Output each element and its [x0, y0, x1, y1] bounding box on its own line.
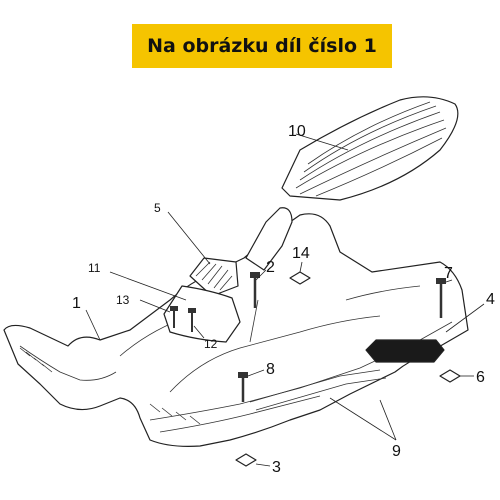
banner-text: Na obrázku díl číslo 1 [147, 35, 377, 57]
callout-14: 14 [292, 245, 310, 262]
clip-14 [289, 271, 311, 285]
screw-13 [170, 306, 178, 328]
callout-9: 9 [392, 443, 401, 460]
screw-12 [188, 308, 196, 332]
callout-13: 13 [116, 293, 130, 307]
clip-3 [235, 453, 257, 467]
callout-7: 7 [444, 265, 453, 282]
callout-2: 2 [266, 259, 275, 276]
callout-5: 5 [154, 201, 161, 215]
leader-lines [85, 133, 485, 467]
callout-12: 12 [204, 337, 218, 351]
side-pad-part [365, 339, 445, 363]
screw-8 [238, 372, 248, 402]
callout-numbers: 1 2 3 4 5 6 7 8 9 10 11 12 13 14 [72, 123, 495, 476]
rail-strips-part [249, 369, 387, 411]
screw-2 [250, 272, 260, 308]
floor-panel-part [3, 207, 469, 447]
callout-11: 11 [88, 261, 101, 275]
callout-8: 8 [266, 361, 275, 378]
screw-7 [436, 278, 446, 318]
callout-10: 10 [288, 123, 306, 140]
callout-1: 1 [72, 295, 81, 312]
footrest-mat-part [281, 96, 459, 201]
callout-6: 6 [476, 369, 485, 386]
callout-3: 3 [272, 459, 281, 476]
clip-6 [439, 369, 461, 383]
cover-plate-part [163, 285, 241, 343]
highlighted-part-banner: Na obrázku díl číslo 1 [132, 24, 392, 68]
callout-4: 4 [486, 291, 495, 308]
